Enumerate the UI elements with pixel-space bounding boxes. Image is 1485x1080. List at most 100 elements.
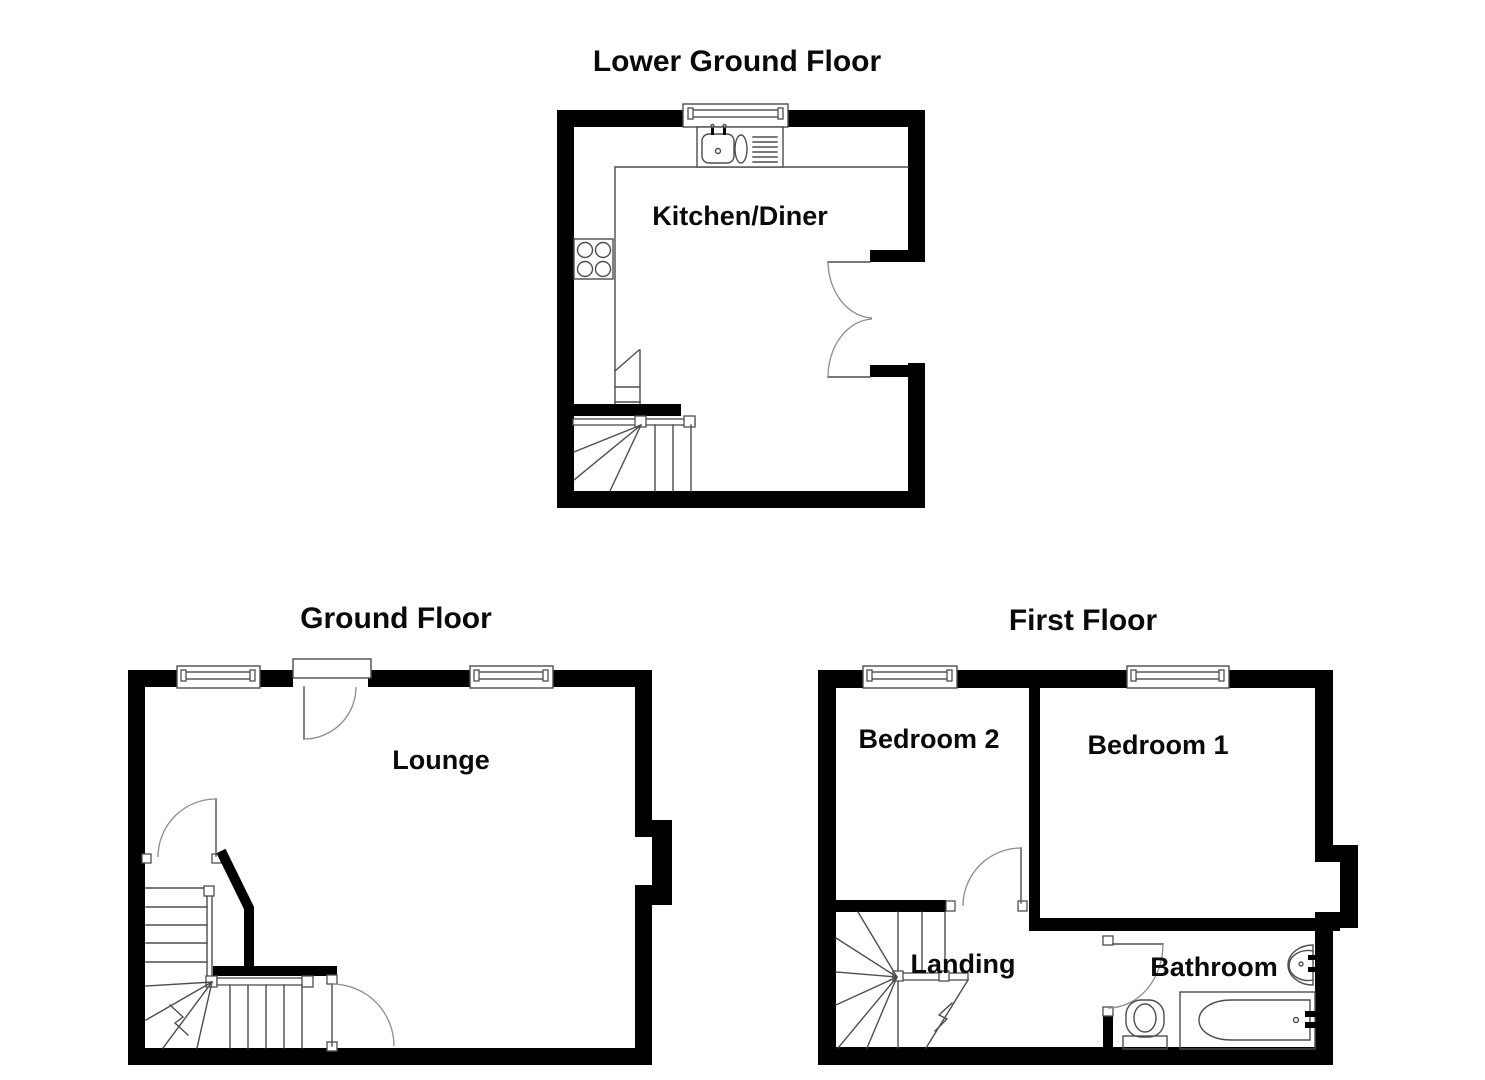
window-frame: [682, 103, 789, 128]
stair-newel-post: [683, 415, 696, 428]
wall: [635, 905, 652, 1065]
door-swing-arc: [962, 847, 1022, 907]
window-cap: [542, 669, 549, 682]
sink-tap: [723, 127, 726, 135]
kitchen-sink-icon: [696, 123, 784, 168]
bath-outline: [1179, 991, 1316, 1050]
window-frame: [1126, 665, 1230, 689]
staircase: [572, 349, 696, 492]
hob-ring: [576, 241, 594, 259]
window-cap: [946, 669, 953, 682]
wall-bay: [1340, 845, 1358, 928]
floorplan-ground-floor: Ground Floor: [128, 602, 672, 1065]
bath-tap: [1305, 1011, 1316, 1017]
hob-plate: [573, 238, 614, 280]
wall: [957, 670, 1127, 688]
stair-winder-tread: [837, 976, 898, 1049]
sink-drain: [714, 147, 722, 155]
sink-tap-head: [710, 123, 715, 129]
double-door-icon: [827, 261, 873, 378]
stair-winder-tread: [573, 424, 642, 481]
door-swing-arc: [157, 798, 217, 858]
room-label-lounge: Lounge: [392, 745, 489, 775]
window-frame: [176, 665, 261, 689]
window-cap: [249, 669, 256, 682]
stair-newel-post: [203, 885, 215, 897]
bath-tap: [1305, 1022, 1316, 1028]
window-frame: [862, 665, 958, 689]
door-swing-arc: [331, 983, 395, 1047]
sink-tap-head: [722, 123, 727, 129]
room-label-bathroom: Bathroom: [1150, 952, 1278, 982]
floor-title-lower-ground: Lower Ground Floor: [593, 45, 882, 78]
stair-newel-post: [938, 970, 950, 982]
bedroom-door-icon: [945, 847, 1028, 912]
sink-tap: [711, 127, 714, 135]
wall: [553, 670, 652, 687]
toilet-icon: [1122, 999, 1168, 1050]
staircase: [145, 885, 314, 1049]
window-cap: [1130, 669, 1137, 682]
wall: [818, 1047, 1333, 1065]
stair-wall: [573, 404, 681, 416]
stair-winder-tread: [196, 981, 213, 1049]
wall: [557, 110, 574, 508]
window-cap: [777, 107, 784, 120]
wall: [908, 110, 925, 262]
stair-handrail: [572, 418, 696, 426]
wall: [635, 885, 672, 905]
basin-inner: [1288, 949, 1314, 982]
under-stairs-door-icon: [326, 974, 395, 1052]
wall: [788, 110, 925, 127]
worktop-edge: [614, 166, 909, 405]
window-icon: [862, 665, 958, 689]
door-jamb: [141, 853, 152, 864]
wall: [128, 1048, 652, 1065]
sink-drainer-bowl: [734, 134, 748, 164]
window-frame: [469, 665, 554, 689]
stair-break-line: [614, 349, 640, 372]
landing-wall: [836, 900, 946, 912]
wall: [1229, 670, 1333, 688]
bath-icon: [1179, 991, 1316, 1050]
internal-door-icon: [141, 798, 222, 864]
wall: [635, 670, 652, 820]
wall: [1315, 670, 1333, 845]
wall: [557, 491, 925, 508]
wall-bay: [652, 820, 672, 905]
bathroom-wall-stub: [1103, 1015, 1113, 1048]
door-reveal-wall: [870, 365, 908, 377]
walls: [557, 110, 925, 508]
walls: [818, 670, 1358, 1065]
floorplan-first-floor: First Floor: [818, 604, 1358, 1065]
hob-icon: [573, 238, 614, 280]
wall: [368, 670, 470, 687]
door-recess: [292, 658, 372, 679]
sink-bowl: [701, 133, 735, 164]
room-label-landing: Landing: [911, 949, 1016, 979]
room-label-bedroom-2: Bedroom 2: [858, 724, 999, 754]
stair-enclosure-wall: [216, 848, 254, 967]
stair-break-line: [169, 1004, 189, 1036]
bath-tub: [1198, 999, 1311, 1041]
toilet-bowl: [1125, 999, 1165, 1038]
floorplan-lower-ground-floor: Lower Ground Floor: [557, 45, 925, 508]
sink-drainer-grooves: [752, 136, 778, 163]
basin-drain: [1298, 961, 1304, 967]
stair-winder-tread: [145, 981, 213, 987]
wall: [908, 363, 925, 508]
wall: [1315, 928, 1333, 1065]
stair-winder-tread: [573, 424, 642, 453]
window-cap: [866, 669, 873, 682]
window-cap: [1218, 669, 1225, 682]
window-icon: [176, 665, 261, 689]
basin-tap: [1308, 967, 1318, 972]
floor-title-ground: Ground Floor: [300, 602, 492, 635]
basin-tap: [1308, 955, 1318, 960]
bedroom-divider-wall: [1029, 688, 1040, 920]
stair-winder-tread: [835, 937, 898, 978]
toilet-seat: [1133, 1003, 1157, 1033]
window-icon: [1126, 665, 1230, 689]
stair-newel-post: [301, 975, 314, 988]
